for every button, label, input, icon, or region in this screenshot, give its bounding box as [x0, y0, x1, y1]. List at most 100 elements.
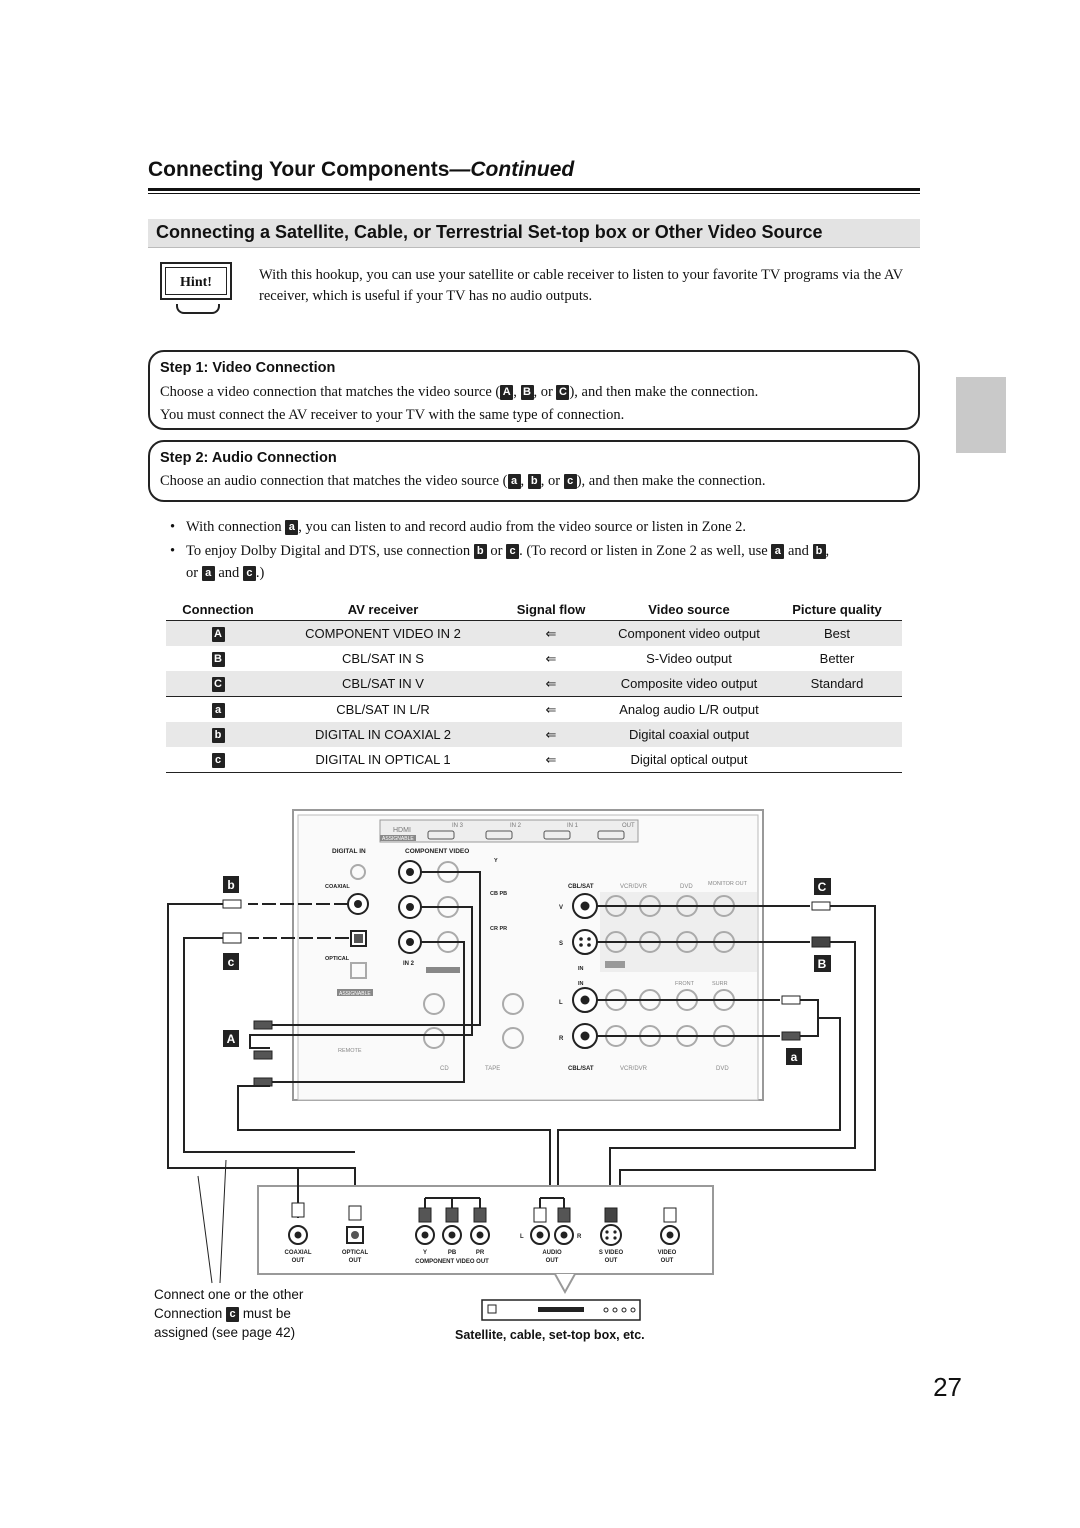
cbl-sat-s-jack	[572, 929, 598, 955]
component-cb-label: CB PB	[490, 891, 507, 897]
cd-label: CD	[440, 1066, 449, 1072]
svg-text:A: A	[227, 1032, 236, 1046]
step1-box: Step 1: Video Connection Choose a video …	[148, 350, 920, 430]
cbl-s-label: S	[559, 941, 563, 947]
optical-label: OPTICAL	[325, 956, 350, 962]
header-rule	[148, 188, 920, 191]
src-audio-label: AUDIO	[542, 1250, 562, 1256]
bullet-item: To enjoy Dolby Digital and DTS, use conn…	[170, 540, 910, 584]
caption-right: Satellite, cable, set-top box, etc.	[455, 1328, 645, 1342]
section-title: Connecting a Satellite, Cable, or Terres…	[156, 222, 823, 242]
component-cr-label: CR PR	[490, 926, 507, 932]
component-y-label: Y	[494, 858, 498, 864]
hint-stand	[176, 304, 220, 314]
chip-B: B	[520, 385, 534, 401]
table-row: A COMPONENT VIDEO IN 2 ⇐ Component video…	[166, 620, 902, 646]
audio-in-label: IN	[578, 981, 584, 987]
src-pr-label: PR	[476, 1250, 485, 1256]
label-B: B	[814, 955, 831, 972]
svg-text:C: C	[818, 880, 827, 894]
hint-label: Hint!	[180, 275, 212, 290]
col-connection: Connection	[166, 598, 270, 621]
table-row: c DIGITAL IN OPTICAL 1 ⇐ Digital optical…	[166, 747, 902, 773]
col-signal-flow: Signal flow	[496, 598, 606, 621]
hdmi-out-label: OUT	[622, 823, 635, 829]
cbl-in-label: IN	[578, 966, 584, 972]
audio-l-label: L	[559, 1000, 563, 1006]
side-tab	[956, 377, 1006, 453]
chip-C: C	[556, 385, 570, 401]
component-video-label: COMPONENT VIDEO	[405, 848, 469, 855]
label-C: C	[814, 878, 831, 895]
src-video-label: VIDEO	[658, 1250, 677, 1256]
step1-line2: You must connect the AV receiver to your…	[160, 407, 625, 423]
src-optical-label: OPTICAL	[342, 1250, 369, 1256]
src-r-label: R	[577, 1234, 582, 1240]
table-row: a CBL/SAT IN L/R ⇐ Analog audio L/R outp…	[166, 697, 902, 723]
assignable-digital-label: ASSIGNABLE	[339, 991, 371, 997]
header-rule-thin	[148, 193, 920, 194]
assignable-hdmi-label: ASSIGNABLE	[382, 836, 414, 842]
bullet-item: With connection a, you can listen to and…	[170, 516, 910, 538]
col-av-receiver: AV receiver	[270, 598, 496, 621]
step1-title: Step 1: Video Connection	[160, 360, 336, 376]
dvd-bottom-label: DVD	[716, 1066, 729, 1072]
remote-label: REMOTE	[338, 1048, 362, 1054]
tape-label: TAPE	[485, 1066, 500, 1072]
col-video-source: Video source	[606, 598, 772, 621]
src-l-label: L	[520, 1234, 524, 1240]
src-coaxial-out-label: OUT	[292, 1258, 305, 1264]
cable-component-pr	[270, 941, 465, 1083]
label-c: c	[223, 953, 239, 970]
chip-b: b	[527, 474, 541, 490]
surr-label: SURR	[712, 981, 728, 987]
src-svideo-jack	[600, 1224, 622, 1246]
table-row: B CBL/SAT IN S ⇐ S-Video output Better	[166, 646, 902, 671]
connection-diagram: HDMI ASSIGNABLE IN 3 IN 2 IN 1 OUT DIGIT…	[167, 809, 876, 1321]
caption-left: Connect one or the other Connection c mu…	[154, 1287, 304, 1340]
cable-component-y	[270, 871, 481, 1026]
cbl-v-label: V	[559, 905, 563, 911]
page-header: Connecting Your Components—Continued	[148, 158, 574, 182]
header-title-suffix: —Continued	[449, 158, 575, 181]
cbl-sat-bottom-label: CBL/SAT	[568, 1066, 594, 1072]
src-optical-out-label: OUT	[349, 1258, 362, 1264]
bullet-list: With connection a, you can listen to and…	[170, 516, 910, 584]
hint-text: With this hookup, you can use your satel…	[259, 267, 903, 304]
step2-box: Step 2: Audio Connection Choose an audio…	[148, 440, 920, 502]
src-coaxial-label: COAXIAL	[285, 1250, 312, 1256]
step2-line1: Choose an audio connection that matches …	[160, 473, 766, 490]
src-y-label: Y	[423, 1250, 427, 1256]
vcr-dvr-bottom-label: VCR/DVR	[620, 1066, 648, 1072]
src-svideo-out-label: OUT	[605, 1258, 618, 1264]
coaxial-1-jack	[350, 864, 366, 880]
chip-a: a	[507, 474, 521, 490]
src-audio-out-label: OUT	[546, 1258, 559, 1264]
chip-A: A	[500, 385, 514, 401]
svg-text:b: b	[227, 878, 234, 892]
component-in2-label: IN 2	[403, 961, 415, 967]
hdmi-in2-label: IN 2	[510, 823, 522, 829]
label-b: b	[223, 876, 239, 893]
step1-line1: Choose a video connection that matches t…	[160, 384, 759, 401]
step2-title: Step 2: Audio Connection	[160, 450, 337, 466]
table-row: C CBL/SAT IN V ⇐ Composite video output …	[166, 671, 902, 697]
digital-in-label: DIGITAL IN	[332, 848, 366, 855]
header-title: Connecting Your Components	[148, 158, 450, 181]
front-label: FRONT	[675, 981, 695, 987]
section-title-bar: Connecting a Satellite, Cable, or Terres…	[148, 219, 920, 248]
label-a: a	[786, 1048, 802, 1065]
monitor-out-label: MONITOR OUT	[708, 881, 748, 887]
page-number: 27	[933, 1372, 962, 1402]
src-video-out-label: OUT	[661, 1258, 674, 1264]
chip-c: c	[563, 474, 577, 490]
src-pb-label: PB	[448, 1250, 457, 1256]
src-svideo-label: S VIDEO	[599, 1250, 624, 1256]
optical-2-jack	[350, 962, 367, 979]
svg-text:B: B	[818, 957, 827, 971]
cable-component-pb	[249, 906, 473, 1049]
coaxial-label: COAXIAL	[325, 884, 350, 890]
connection-table: Connection AV receiver Signal flow Video…	[166, 598, 902, 773]
svg-text:c: c	[228, 955, 235, 969]
audio-r-label: R	[559, 1036, 564, 1042]
